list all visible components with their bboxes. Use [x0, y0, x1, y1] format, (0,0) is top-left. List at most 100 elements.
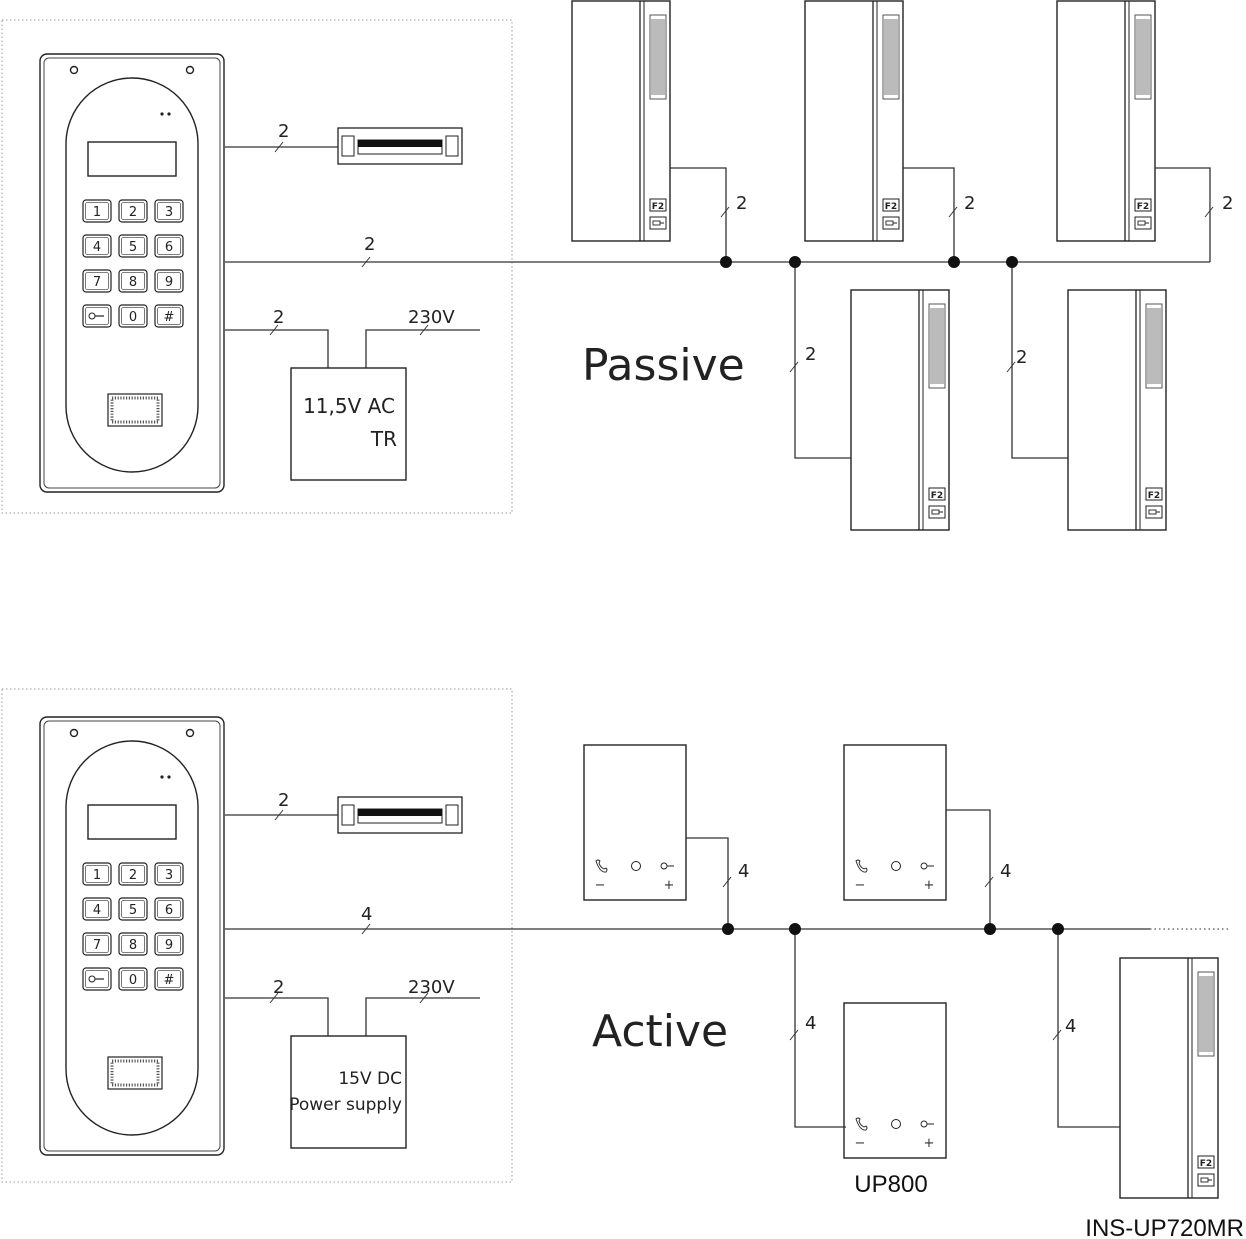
- ins-up720mr-label: INS-UP720MR: [1085, 1215, 1244, 1239]
- passive-handset-2-wire-count: 2: [964, 193, 975, 214]
- key-icon: [88, 312, 104, 320]
- passive-junctions: [720, 256, 1018, 268]
- volume-down-sign: −: [855, 1136, 866, 1151]
- active-keypad-key-label: 9: [165, 938, 173, 953]
- passive-keypad-key-label: #: [164, 310, 175, 325]
- passive-keypad-key-label: 2: [129, 205, 137, 220]
- active-keypad-key: #: [154, 967, 184, 991]
- passive-bus-wire-count: 2: [364, 234, 375, 255]
- passive-handset-f2-button: F2: [885, 202, 897, 212]
- passive-keypad-key-label: 8: [129, 275, 137, 290]
- passive-keypad-key-label: 1: [93, 205, 101, 220]
- passive-keypad-key: #: [154, 304, 184, 328]
- active-keypad-key: 6: [154, 897, 184, 921]
- passive-keypad-key-label: 6: [165, 240, 173, 255]
- active-junctions: [722, 923, 1064, 935]
- active-keypad-key-label: 8: [129, 938, 137, 953]
- passive-keypad-key: 8: [118, 269, 148, 293]
- passive-handset-4-wire-count: 2: [805, 344, 816, 365]
- active-keypad-key: 2: [118, 862, 148, 886]
- passive-keypad-key: 9: [154, 269, 184, 293]
- passive-keypad-key: 7: [82, 269, 112, 293]
- passive-handset-f2-button: F2: [1148, 491, 1160, 501]
- active-psu-line1: 15V DC: [338, 1069, 402, 1089]
- active-monitor-1-wire-count: 4: [738, 861, 749, 882]
- passive-keypad-key-label: 9: [165, 275, 173, 290]
- active-psu-wire-count: 2: [273, 977, 284, 998]
- passive-door-panel: 1 2 3 4 5 6 7 8 9 0 #: [38, 52, 226, 494]
- passive-keypad-key-label: 5: [129, 240, 137, 255]
- active-keypad-key-label: 0: [129, 973, 137, 988]
- active-monitor-3-wire-count: 4: [805, 1013, 816, 1034]
- volume-up-sign: +: [924, 878, 935, 893]
- passive-system: 1 2 3 4 5 6 7 8 9 0 # 2 2 2 230V 11,5V AC TR Passi…: [1, 0, 1233, 531]
- active-keypad-key: 0: [118, 967, 148, 991]
- passive-handset-f2-button: F2: [931, 491, 943, 501]
- active-keypad: 1 2 3 4 5 6 7 8 9 0 #: [82, 862, 184, 991]
- active-keypad-key-label: 5: [129, 903, 137, 918]
- passive-handset-f2-button: F2: [652, 202, 664, 212]
- active-door-panel: 1 2 3 4 5 6 7 8 9 0 #: [38, 715, 226, 1157]
- passive-keypad-key: 4: [82, 234, 112, 258]
- passive-psu-line2: TR: [370, 427, 397, 451]
- active-system: 1 2 3 4 5 6 7 8 9 0 # 2 4 2 230V 15V DC Power supp…: [1, 688, 1244, 1239]
- active-keypad-key: 3: [154, 862, 184, 886]
- up800-label: UP800: [854, 1171, 927, 1198]
- active-keypad-key: [82, 967, 112, 991]
- volume-up-sign: +: [924, 1136, 935, 1151]
- passive-handset-5-wire-count: 2: [1016, 347, 1027, 368]
- active-keypad-key: 9: [154, 932, 184, 956]
- passive-keypad-key: 5: [118, 234, 148, 258]
- active-handset-wire-count: 4: [1065, 1016, 1076, 1037]
- passive-psu-line1: 11,5V AC: [303, 394, 395, 418]
- passive-keypad-key: 3: [154, 199, 184, 223]
- active-handset-f2-button: F2: [1200, 1159, 1212, 1169]
- passive-keypad-key-label: 7: [93, 275, 101, 290]
- passive-keypad-key: 0: [118, 304, 148, 328]
- passive-transformer: [290, 367, 407, 481]
- active-keypad-key-label: 4: [93, 903, 101, 918]
- passive-psu-wire: [225, 329, 329, 368]
- active-keypad-key-label: 7: [93, 938, 101, 953]
- active-lock-wire-count: 2: [278, 790, 289, 811]
- key-icon: [88, 975, 104, 983]
- active-keypad-key-label: 1: [93, 868, 101, 883]
- active-mains-label: 230V: [408, 977, 455, 998]
- active-bus-wire-count: 4: [361, 904, 372, 925]
- passive-handset-f2-button: F2: [1137, 202, 1149, 212]
- passive-keypad-key: [82, 304, 112, 328]
- active-monitor-2: [843, 744, 947, 901]
- active-power-supply: [290, 1035, 407, 1149]
- active-keypad-key-label: 3: [165, 868, 173, 883]
- passive-keypad-key-label: 0: [129, 310, 137, 325]
- active-monitor-1: [583, 744, 687, 901]
- passive-psu-wire-count: 2: [273, 307, 284, 328]
- active-psu-line2: Power supply: [289, 1095, 402, 1115]
- active-outdoor-zone: [1, 688, 513, 1183]
- active-mains-wire: [365, 997, 480, 1036]
- passive-keypad-key: 6: [154, 234, 184, 258]
- active-keypad-key-label: 2: [129, 868, 137, 883]
- active-keypad-key-label: 6: [165, 903, 173, 918]
- passive-keypad-key: 1: [82, 199, 112, 223]
- active-keypad-key: 4: [82, 897, 112, 921]
- active-monitor-3: [843, 1002, 947, 1159]
- active-title: Active: [592, 1006, 728, 1057]
- passive-keypad-key: 2: [118, 199, 148, 223]
- active-keypad-key: 7: [82, 932, 112, 956]
- passive-handset-3-wire-count: 2: [1222, 193, 1233, 214]
- passive-lock-wire-count: 2: [278, 121, 289, 142]
- active-lock: [337, 796, 463, 834]
- active-keypad-key: 5: [118, 897, 148, 921]
- volume-down-sign: −: [595, 878, 606, 893]
- active-keypad-key: 1: [82, 862, 112, 886]
- passive-lock: [337, 127, 463, 165]
- passive-keypad: 1 2 3 4 5 6 7 8 9 0 #: [82, 199, 184, 328]
- passive-title: Passive: [582, 340, 745, 391]
- active-monitor-2-wire-count: 4: [1000, 861, 1011, 882]
- passive-mains-wire: [365, 329, 480, 368]
- volume-up-sign: +: [664, 878, 675, 893]
- passive-mains-label: 230V: [408, 307, 455, 328]
- passive-keypad-key-label: 4: [93, 240, 101, 255]
